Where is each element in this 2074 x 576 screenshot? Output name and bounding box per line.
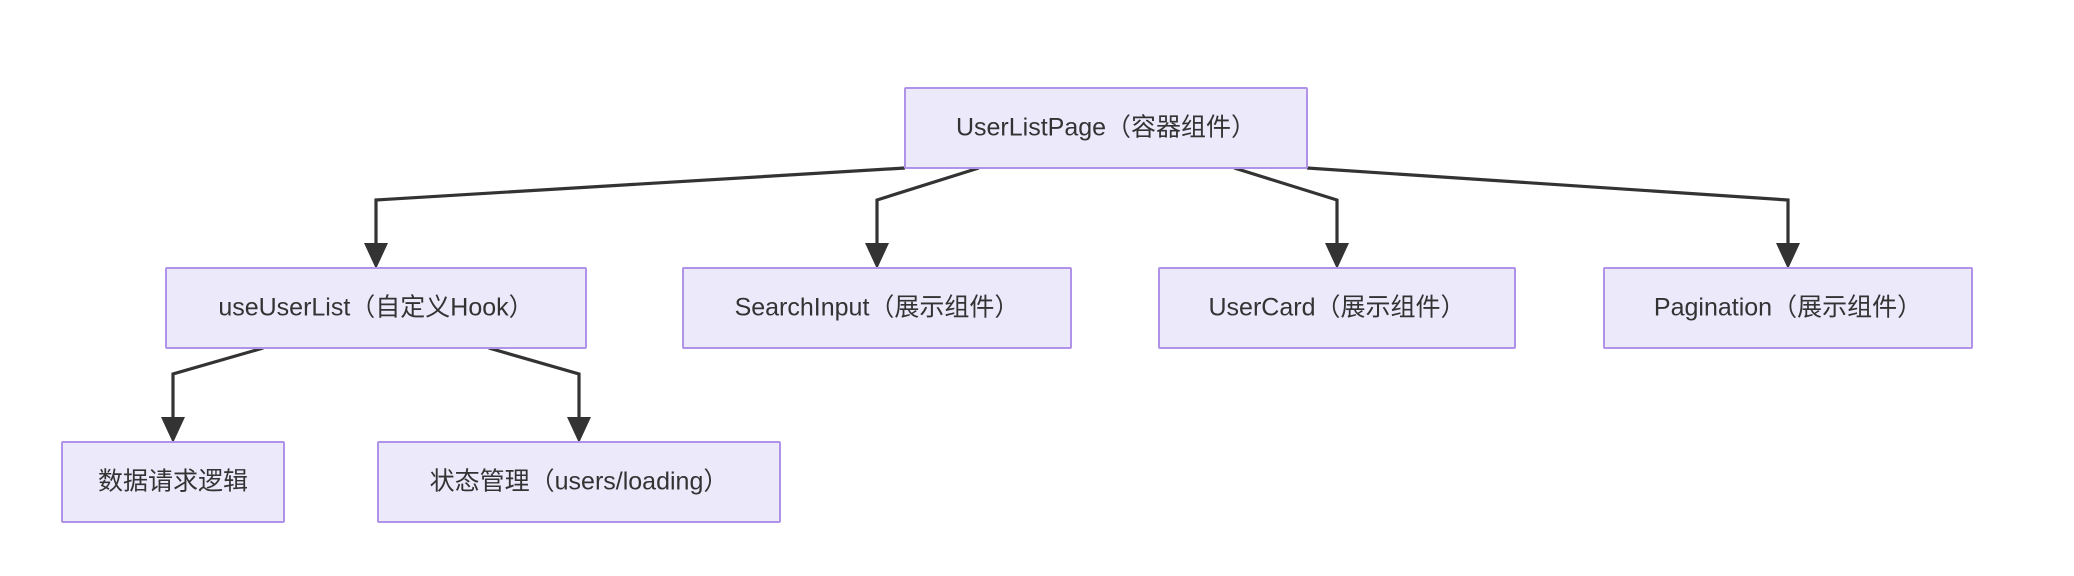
node-pagination[interactable]: Pagination（展示组件）: [1603, 267, 1973, 349]
node-label: useUserList（自定义Hook）: [218, 294, 533, 322]
arrowhead-icon: [364, 243, 388, 269]
nodes-layer: UserListPage（容器组件） useUserList（自定义Hook） Se…: [61, 87, 1973, 523]
node-state[interactable]: 状态管理（users/loading）: [377, 441, 781, 523]
node-box[interactable]: [1603, 267, 1973, 349]
edge-line: [1306, 166, 1790, 243]
arrowhead-icon: [161, 417, 185, 443]
node-box[interactable]: [682, 267, 1072, 349]
node-label: UserCard（展示组件）: [1209, 294, 1466, 322]
node-fetch[interactable]: 数据请求逻辑: [61, 441, 285, 523]
node-box[interactable]: [165, 267, 587, 349]
node-label: Pagination（展示组件）: [1654, 294, 1922, 322]
arrowhead-icon: [1776, 243, 1800, 269]
node-hook[interactable]: useUserList（自定义Hook）: [165, 267, 587, 349]
edge-root-to-card: [1233, 166, 1349, 269]
edge-line: [875, 166, 980, 243]
edge-hook-to-fetch: [161, 346, 264, 443]
arrowhead-icon: [865, 243, 889, 269]
edge-line: [374, 166, 906, 243]
arrowhead-icon: [1325, 243, 1349, 269]
node-root[interactable]: UserListPage（容器组件）: [904, 87, 1308, 169]
node-label: 状态管理（users/loading）: [430, 468, 729, 496]
node-box[interactable]: [1158, 267, 1516, 349]
arrowhead-icon: [567, 417, 591, 443]
node-box[interactable]: [377, 441, 781, 523]
node-card[interactable]: UserCard（展示组件）: [1158, 267, 1516, 349]
node-box[interactable]: [904, 87, 1308, 169]
edge-root-to-search: [865, 166, 980, 269]
node-box[interactable]: [61, 441, 285, 523]
edge-line: [488, 346, 581, 417]
edge-line: [1233, 166, 1339, 243]
node-label: 数据请求逻辑: [98, 468, 248, 496]
edge-root-to-hook: [364, 166, 906, 269]
node-search[interactable]: SearchInput（展示组件）: [682, 267, 1072, 349]
edge-hook-to-state: [488, 346, 591, 443]
edges-layer: [161, 166, 1800, 443]
node-label: SearchInput（展示组件）: [735, 294, 1020, 322]
edge-root-to-pagination: [1306, 166, 1800, 269]
edge-line: [171, 346, 264, 417]
node-label: UserListPage（容器组件）: [956, 114, 1256, 142]
